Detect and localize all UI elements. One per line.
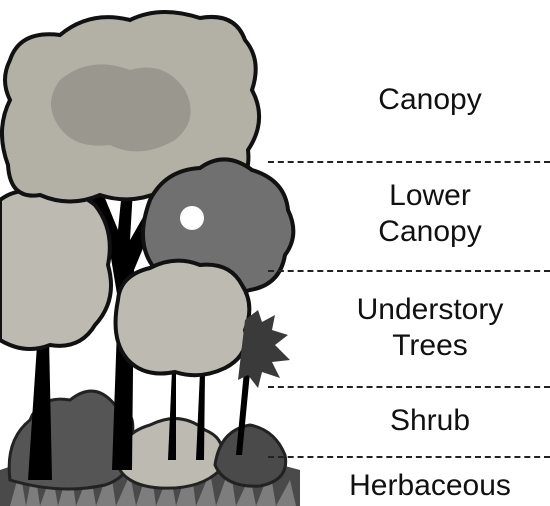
label-lower-canopy: Lower Canopy	[320, 178, 540, 250]
label-shrub-line-1: Shrub	[320, 403, 540, 439]
label-herbaceous: Herbaceous	[320, 468, 540, 504]
label-lower-canopy-line-1: Lower	[320, 178, 540, 214]
label-canopy-line-1: Canopy	[320, 82, 540, 118]
label-herbaceous-line-1: Herbaceous	[320, 468, 540, 504]
divider-lower-canopy-understory	[268, 270, 550, 272]
divider-understory-shrub	[268, 386, 550, 388]
label-understory-trees: Understory Trees	[320, 292, 540, 364]
canopy-shade	[51, 64, 191, 151]
divider-canopy-lower-canopy	[268, 161, 550, 163]
label-lower-canopy-line-2: Canopy	[320, 214, 540, 250]
label-understory-trees-line-2: Trees	[320, 328, 540, 364]
lower-canopy-gap	[180, 206, 204, 230]
left-understory-crown	[0, 191, 111, 349]
divider-shrub-herbaceous	[268, 456, 550, 458]
label-canopy: Canopy	[320, 82, 540, 118]
understory-crown	[116, 261, 250, 376]
label-understory-trees-line-1: Understory	[320, 292, 540, 328]
label-shrub: Shrub	[320, 403, 540, 439]
